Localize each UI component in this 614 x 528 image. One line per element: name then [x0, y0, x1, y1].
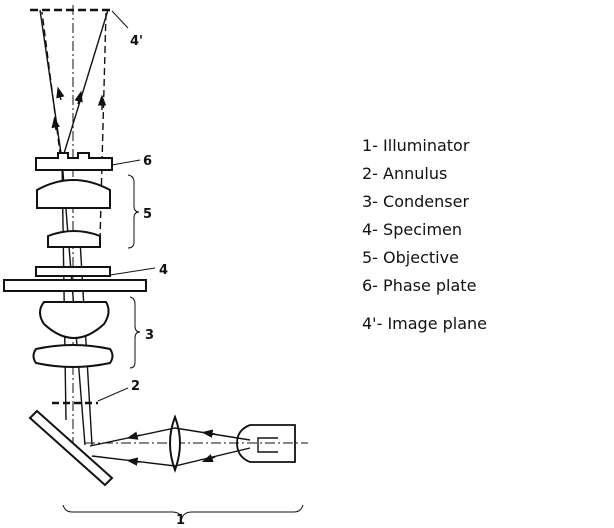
- legend-item-objective: 5- Objective: [362, 248, 459, 267]
- lamp: [236, 424, 296, 463]
- objective-lens-lower: [47, 230, 101, 248]
- objective-brace: [127, 174, 140, 249]
- label-4: 4: [159, 263, 168, 278]
- mirror: [28, 409, 114, 487]
- legend-item-specimen: 4- Specimen: [362, 220, 463, 239]
- illuminator-brace: [62, 504, 304, 520]
- label-2: 2: [131, 379, 140, 394]
- phase-plate: [35, 152, 113, 171]
- legend-item-image-plane: 4'- Image plane: [362, 314, 488, 333]
- label-4-prime: 4': [130, 34, 143, 49]
- label-3: 3: [145, 328, 154, 343]
- legend: 1- Illuminator 2- Annulus 3- Condenser 4…: [362, 132, 487, 338]
- objective-lens-upper: [36, 179, 111, 209]
- condenser-lens-upper: [39, 301, 110, 339]
- collector-lens: [169, 414, 181, 473]
- label-5: 5: [143, 207, 152, 222]
- legend-item-phase-plate: 6- Phase plate: [362, 276, 477, 295]
- condenser-lens-lower: [32, 344, 114, 368]
- legend-item-illuminator: 1- Illuminator: [362, 136, 470, 155]
- specimen-coverslip: [35, 266, 111, 277]
- condenser-brace: [129, 296, 141, 369]
- label-6: 6: [143, 154, 152, 169]
- specimen-stage: [3, 279, 147, 292]
- legend-item-annulus: 2- Annulus: [362, 164, 448, 183]
- legend-item-condenser: 3- Condenser: [362, 192, 470, 211]
- label-1: 1: [176, 513, 185, 528]
